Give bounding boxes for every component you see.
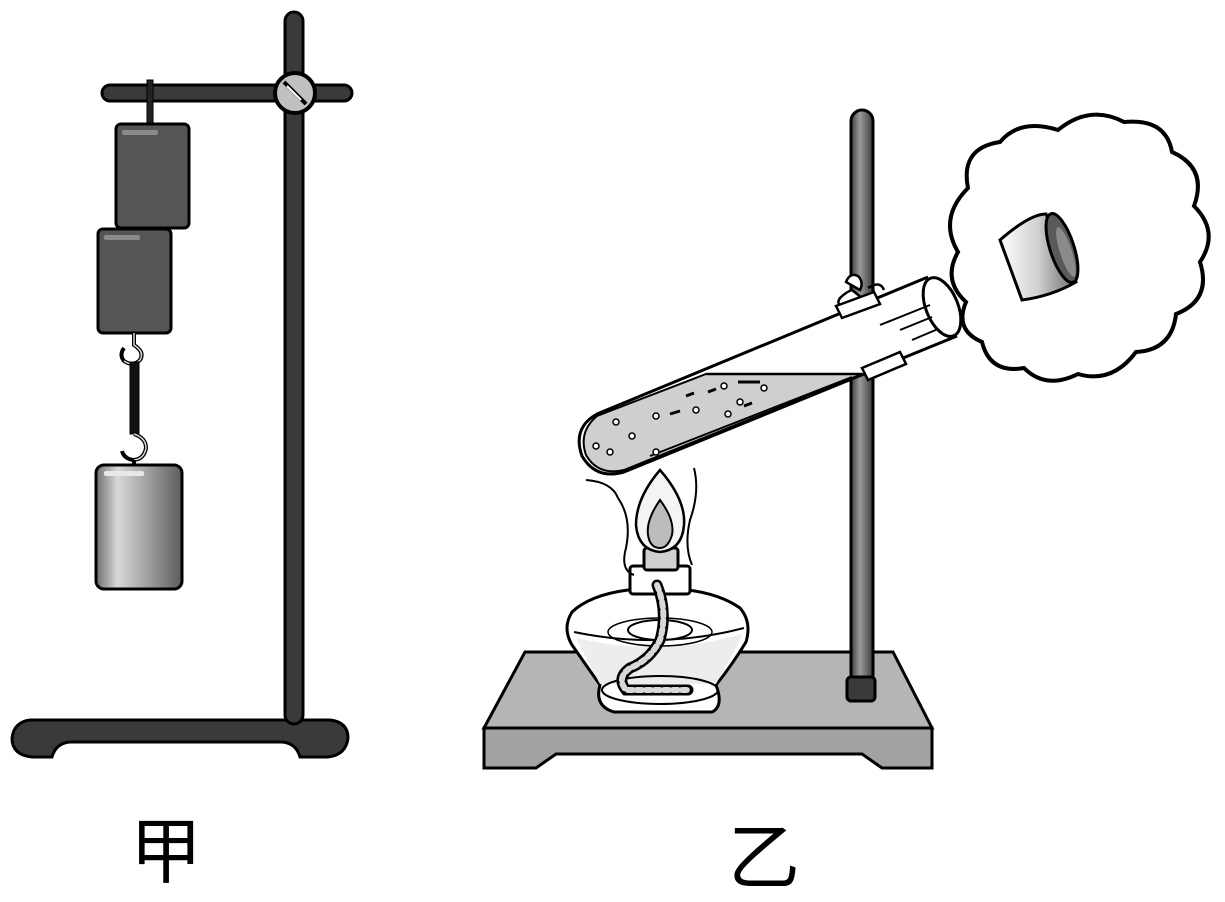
stand-left xyxy=(10,10,354,759)
stand-right-base-front xyxy=(482,726,934,770)
test-tube-liquid xyxy=(582,373,863,473)
inverted-cup xyxy=(998,212,1078,302)
lamp-flame-inner xyxy=(646,498,674,550)
test-tube xyxy=(577,275,963,476)
stand-right-rod-foot xyxy=(845,675,877,703)
hanging-weight xyxy=(94,463,184,591)
test-tube-bubbles xyxy=(592,382,768,456)
test-tube-mouth xyxy=(921,276,963,338)
test-tube-dashes xyxy=(669,380,760,416)
clamp-lower-jaw xyxy=(860,350,908,382)
spring-scale-upper xyxy=(114,122,191,230)
caption-right-label: 乙 xyxy=(728,816,801,900)
stand-left-rod xyxy=(283,10,305,726)
test-tube-clamp xyxy=(834,273,908,382)
alcohol-lamp xyxy=(565,467,750,714)
thought-cloud-outline xyxy=(948,112,1211,383)
stand-right-rod xyxy=(849,108,875,702)
clamp-upper-jaw xyxy=(834,290,882,320)
spring-scale xyxy=(94,79,191,591)
spring-scale-lower xyxy=(96,227,173,335)
stand-left-base xyxy=(10,718,350,759)
caption-left-label: 甲 xyxy=(130,810,203,894)
thought-cloud xyxy=(948,112,1211,383)
